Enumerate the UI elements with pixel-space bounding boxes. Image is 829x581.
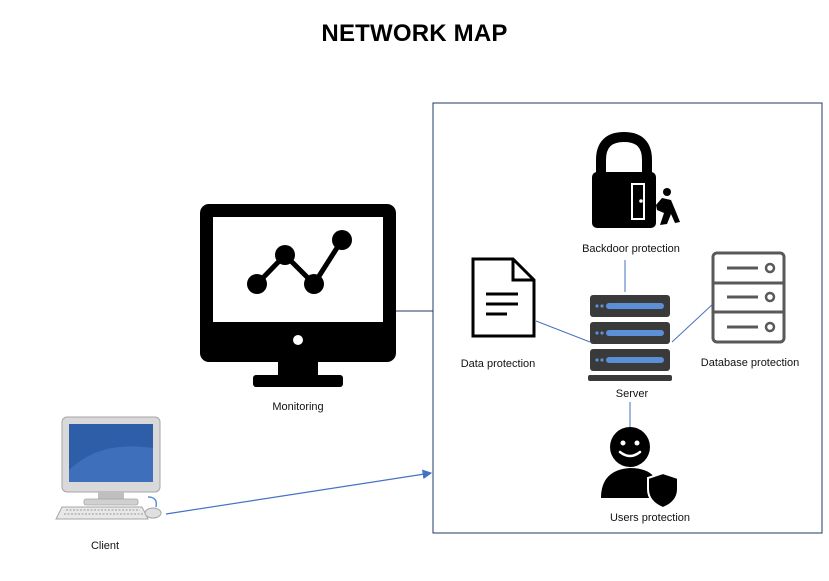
padlock-intruder-icon	[592, 131, 680, 228]
server-rack-icon	[588, 295, 672, 381]
user-shield-icon	[601, 427, 679, 510]
monitor-chart-icon	[200, 204, 396, 387]
connector-client-zone	[165, 469, 433, 515]
desktop-computer-icon	[55, 416, 162, 520]
connector-database-server	[671, 302, 715, 343]
diagram-title: NETWORK MAP	[321, 20, 508, 47]
protected-zone-boundary	[432, 102, 823, 534]
client-label: Client	[90, 540, 120, 552]
database-protection-label: Database protection	[700, 357, 800, 369]
database-server-icon	[711, 251, 786, 344]
data-protection-label: Data protection	[460, 358, 536, 370]
connector-data-server	[535, 320, 591, 343]
monitoring-label: Monitoring	[272, 401, 324, 413]
backdoor-protection-label: Backdoor protection	[582, 243, 680, 255]
server-label: Server	[615, 388, 649, 400]
document-icon	[471, 257, 536, 338]
users-protection-label: Users protection	[609, 512, 691, 524]
